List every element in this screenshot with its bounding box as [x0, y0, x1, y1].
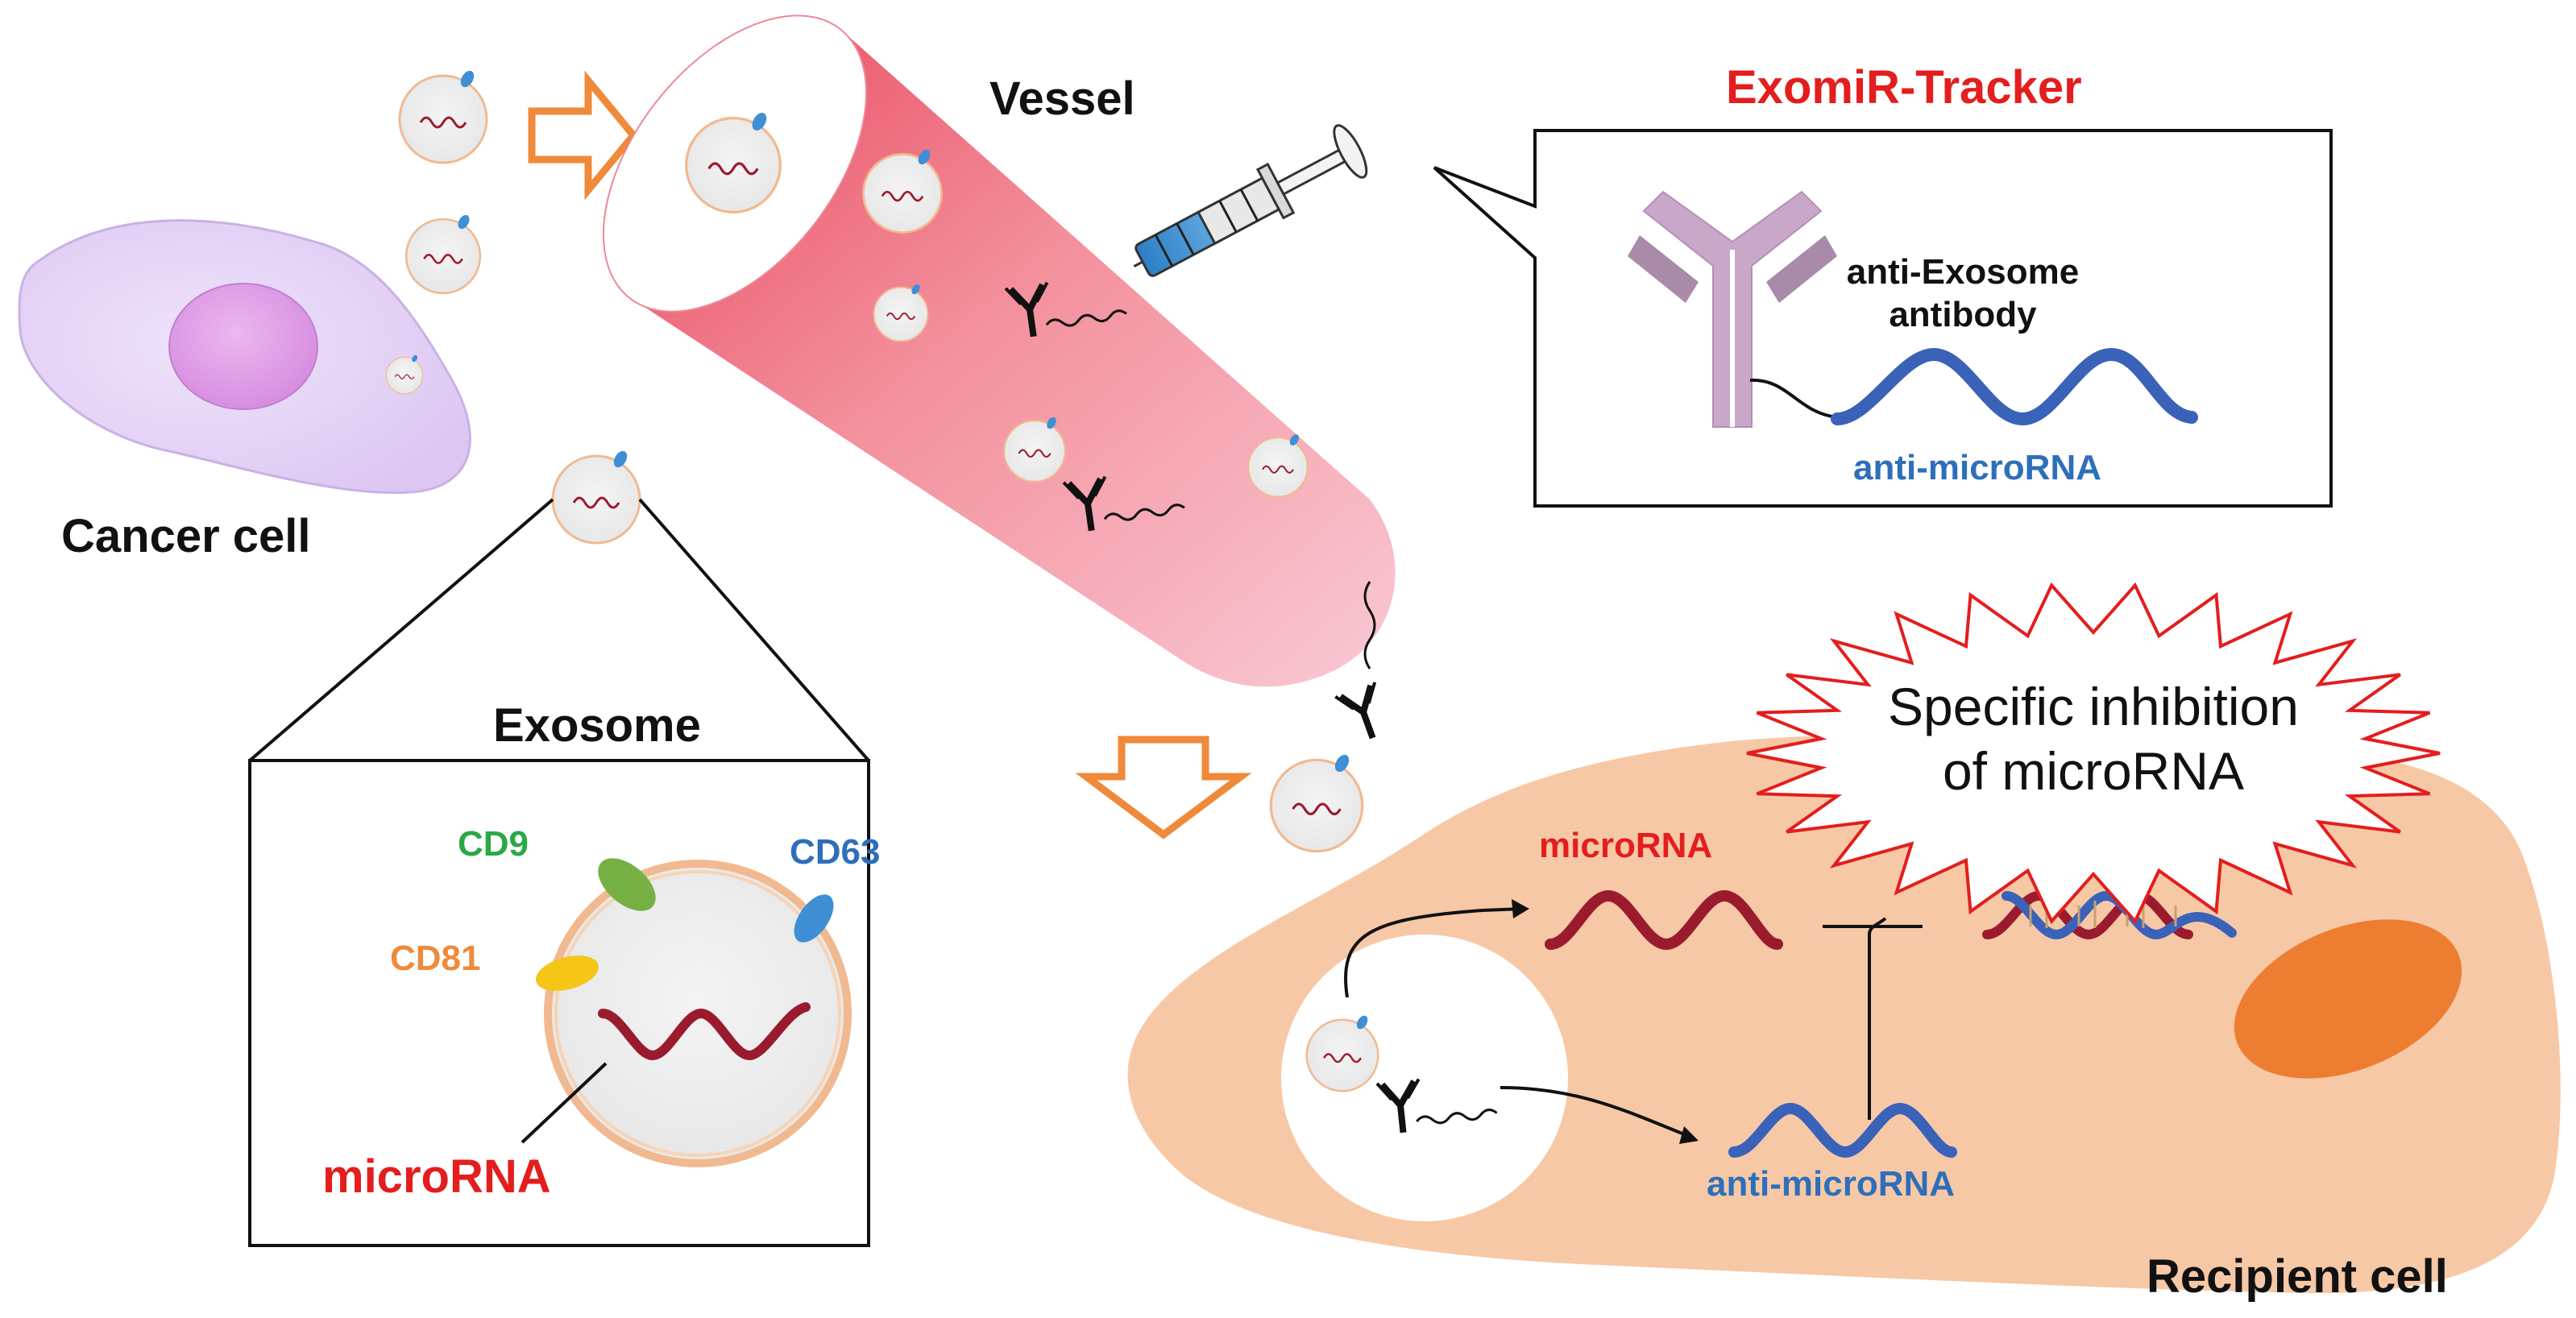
- syringe: [1133, 124, 1368, 277]
- flow-arrow-down: [1075, 736, 1252, 839]
- recipient-anti-microrna-strand: [1728, 1102, 1957, 1158]
- exosome-with-antibody: [1269, 581, 1392, 853]
- tracker-callout-box: anti-Exosome antibody anti-microRNA: [1433, 129, 2333, 508]
- anti-microrna-strand-box: [1831, 347, 2198, 426]
- inhibition-label-line1: Specific inhibition: [1888, 677, 2299, 736]
- cd81-label: CD81: [390, 939, 481, 978]
- microrna-duplex: [1982, 890, 2237, 940]
- antibody-label-line1: anti-Exosome: [1847, 252, 2080, 292]
- inhibition-starburst: Specific inhibition of microRNA: [1746, 582, 2441, 925]
- anti-exosome-antibody: [1628, 190, 1838, 428]
- exosome-zoom: [248, 447, 870, 1247]
- exosome-title: Exosome: [493, 699, 701, 752]
- recipient-nucleus: [2234, 919, 2462, 1079]
- exosome-microrna-strand: [598, 1002, 811, 1061]
- tool-title: ExomiR-Tracker: [1726, 61, 2082, 114]
- recipient-anti-microrna-label: anti-microRNA: [1707, 1164, 1955, 1204]
- recipient-cell-label: Recipient cell: [2147, 1250, 2448, 1303]
- cd81-marker: [536, 955, 599, 991]
- endosome: [1281, 935, 1568, 1221]
- cancer-cell-label: Cancer cell: [61, 510, 311, 562]
- cancer-cell: [18, 219, 471, 495]
- released-exosomes: [398, 67, 488, 295]
- cd63-marker: [794, 894, 834, 943]
- recipient-microrna-label: microRNA: [1539, 826, 1712, 865]
- inhibition-label-line2: of microRNA: [1943, 741, 2244, 801]
- exosome-microrna-label: microRNA: [322, 1150, 551, 1203]
- flow-arrow-right: [528, 70, 638, 201]
- anti-microrna-box-label: anti-microRNA: [1853, 448, 2101, 487]
- vessel-label: Vessel: [989, 73, 1135, 125]
- blood-vessel: [602, 15, 1396, 687]
- cd9-label: CD9: [458, 824, 529, 864]
- antibody-label-line2: antibody: [1889, 295, 2037, 334]
- cancer-nucleus: [168, 283, 318, 410]
- recipient-microrna-strand: [1545, 889, 1783, 951]
- cd63-label: CD63: [790, 832, 881, 872]
- cd9-marker: [598, 858, 656, 911]
